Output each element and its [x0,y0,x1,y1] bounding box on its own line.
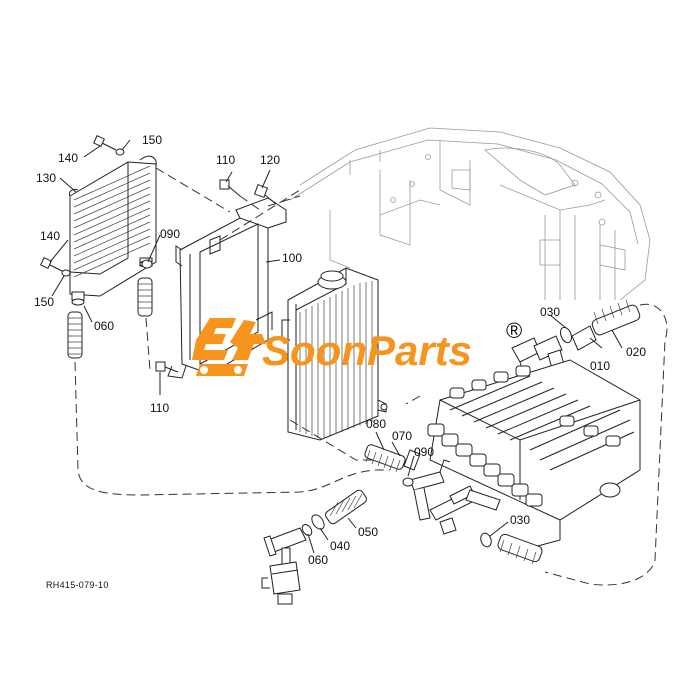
label-080: 080 [366,417,386,431]
part-number-labels: 150 140 130 140 150 060 090 110 120 100 … [34,133,646,567]
control-valve-block [427,359,641,549]
clamp-040 [311,514,325,530]
label-100: 100 [282,251,302,265]
label-010: 010 [590,359,610,373]
label-030-upper: 030 [540,305,560,319]
logo-brand-text: SoonParts [262,327,472,374]
hose-020 [591,299,641,336]
label-060-lower: 060 [308,553,328,567]
label-150-top: 150 [142,133,162,147]
bolt-140-lower [40,257,71,277]
label-110-top: 110 [216,153,235,167]
clamp-090-lower [402,477,414,487]
valve-body [261,561,301,605]
logo-registered-mark: ® [506,318,522,343]
fitting-010 [571,325,597,351]
bolt-120 [253,183,277,205]
clamp-090-upper [141,259,153,269]
soonparts-logo: SoonParts ® [192,318,522,376]
label-090-lower: 090 [414,445,434,459]
clamp-030-upper [559,326,573,344]
label-130: 130 [36,171,56,185]
label-020: 020 [626,345,646,359]
radiator [281,267,388,441]
label-060-upper: 060 [94,319,114,333]
label-040: 040 [330,539,350,553]
bolt-110-lower [155,361,179,373]
hose-050 [325,489,367,525]
bolt-140-upper [93,135,125,156]
hose-080 [364,444,406,473]
machine-frame [289,127,651,301]
hose-cooler-left [67,298,85,359]
label-090-upper: 090 [160,227,180,241]
label-140-top: 140 [58,151,78,165]
hose-lower-right [497,533,543,565]
label-050: 050 [358,525,378,539]
bolt-110-upper [219,179,241,197]
return-pipe-assembly [409,459,501,535]
label-120: 120 [260,153,280,167]
drawing-code: RH415-079-10 [46,580,109,590]
clamp-030-lower [480,532,492,548]
label-140-left: 140 [40,229,60,243]
label-070: 070 [392,429,412,443]
tee-fitting [263,527,307,567]
clamp-060-lower [301,524,313,536]
piping-dashed [74,167,668,586]
valve-spools [427,365,621,507]
label-030-lower: 030 [510,513,530,527]
label-110-bottom: 110 [150,401,169,415]
logo-excavator-mark [192,318,266,376]
label-150-left: 150 [34,295,54,309]
leader-lines [49,139,623,554]
